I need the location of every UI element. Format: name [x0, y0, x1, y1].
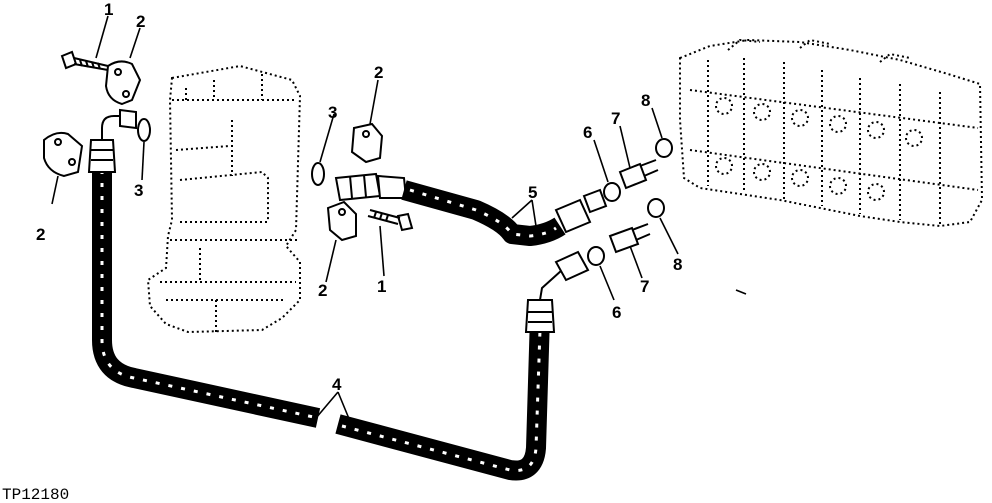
callout-2-left: 2 — [36, 225, 45, 244]
figure-id: TP12180 — [2, 486, 69, 503]
cap-screws — [60, 50, 414, 232]
short-hose — [334, 172, 608, 246]
callout-8-upper: 8 — [641, 91, 650, 110]
callout-7-lower: 7 — [640, 277, 649, 296]
callout-6-upper: 6 — [583, 123, 592, 142]
callout-labels: 1 2 2 3 3 2 2 1 5 6 7 8 8 7 6 4 — [36, 0, 682, 394]
leader-lines — [51, 15, 747, 427]
callout-1-center: 1 — [377, 277, 386, 296]
o-rings-3 — [137, 118, 325, 186]
callout-8-lower: 8 — [673, 255, 682, 274]
pump-housing-outline — [146, 64, 302, 334]
long-hose — [87, 108, 590, 481]
callout-4: 4 — [332, 375, 342, 394]
callout-7-upper: 7 — [611, 109, 620, 128]
callout-3-center: 3 — [328, 103, 337, 122]
control-valve-outline — [679, 38, 984, 228]
callout-6-lower: 6 — [612, 303, 621, 322]
adapter-fittings — [587, 138, 673, 266]
flange-halves — [43, 60, 384, 242]
callout-2-center-top: 2 — [374, 63, 383, 82]
callout-3-left: 3 — [134, 181, 143, 200]
callout-2-top-left: 2 — [136, 12, 145, 31]
callout-5: 5 — [528, 183, 537, 202]
callout-1-top-left: 1 — [104, 0, 113, 19]
callout-2-center-bottom: 2 — [318, 281, 327, 300]
